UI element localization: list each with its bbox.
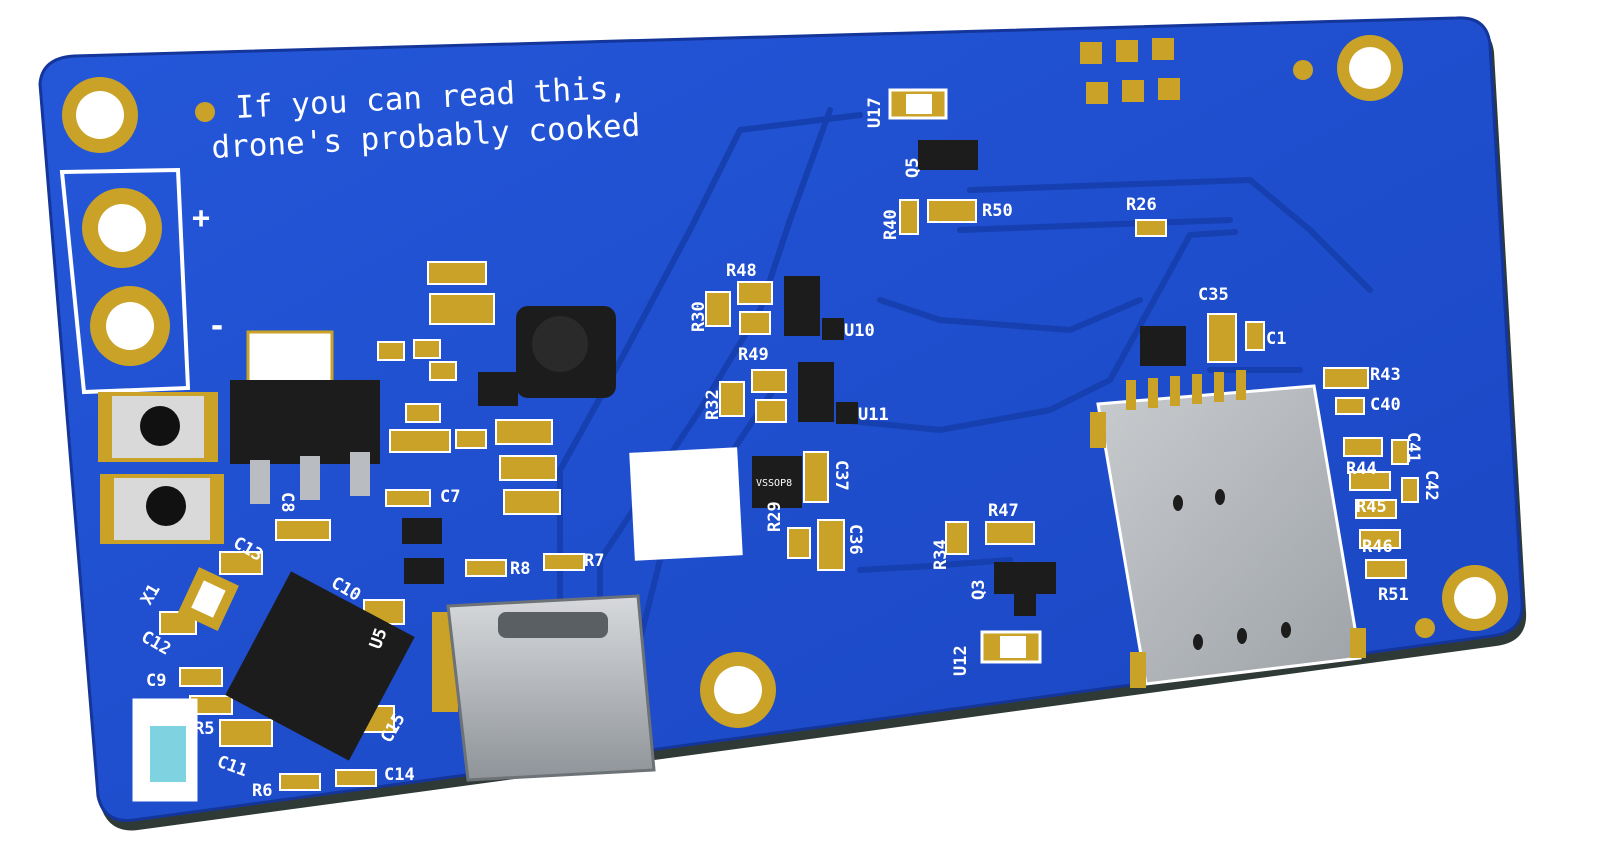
ref-q5: Q5	[903, 158, 923, 178]
fiducial-pad	[195, 102, 215, 122]
usb-c-connector	[432, 594, 656, 782]
status-led	[132, 698, 198, 802]
ref-c9: C9	[146, 671, 166, 691]
plus-label: +	[192, 201, 210, 236]
ref-r40: R40	[881, 209, 901, 240]
mounting-holes	[62, 35, 1508, 728]
fiducial-pad	[1415, 618, 1435, 638]
passive-components	[159, 199, 1419, 791]
pin-header	[1080, 38, 1180, 104]
ref-r34: R34	[931, 539, 951, 570]
ref-r29: R29	[765, 501, 785, 532]
ref-r46: R46	[1362, 537, 1393, 557]
ref-r49: R49	[738, 345, 769, 365]
ref-u10: U10	[844, 321, 875, 341]
ref-r50: R50	[982, 201, 1013, 221]
ref-c36: C36	[845, 524, 865, 555]
mounting-hole	[700, 652, 776, 728]
minus-label: -	[208, 309, 226, 344]
power-inductor	[516, 306, 616, 398]
ref-r32: R32	[703, 389, 723, 420]
label-area	[629, 447, 743, 561]
ref-c41: C41	[1403, 432, 1423, 463]
ref-r6: R6	[252, 781, 272, 801]
ref-c14: C14	[384, 765, 415, 785]
ref-c7: C7	[440, 487, 460, 507]
ref-c37: C37	[831, 460, 851, 491]
ref-r47: R47	[988, 501, 1019, 521]
led	[980, 630, 1042, 664]
power-connector: + -	[59, 167, 226, 395]
ref-r7: R7	[584, 551, 604, 571]
small-ics	[402, 140, 1186, 616]
led	[888, 88, 948, 120]
ref-r44: R44	[1346, 459, 1377, 479]
tactile-button	[98, 392, 218, 462]
mounting-hole	[1337, 35, 1403, 101]
ref-c42: C42	[1421, 470, 1441, 501]
tactile-button	[100, 474, 224, 544]
ref-r26: R26	[1126, 195, 1157, 215]
ref-c1: C1	[1266, 329, 1286, 349]
mounting-hole	[1442, 565, 1508, 631]
ssop-ic: VSSOP8	[752, 456, 802, 508]
voltage-regulator	[230, 330, 380, 504]
mounting-hole	[62, 77, 138, 153]
ref-c35: C35	[1198, 285, 1229, 305]
ref-u17: U17	[865, 97, 885, 128]
ref-r30: R30	[689, 301, 709, 332]
ic-marking: VSSOP8	[756, 478, 792, 489]
ref-r51: R51	[1378, 585, 1409, 605]
ref-u12: U12	[951, 645, 971, 676]
ref-r8: R8	[510, 559, 530, 579]
ref-r43: R43	[1370, 365, 1401, 385]
ref-c40: C40	[1370, 395, 1401, 415]
sim-card-holder	[1090, 370, 1366, 688]
ref-r48: R48	[726, 261, 757, 281]
ref-u11: U11	[858, 405, 889, 425]
ref-r45: R45	[1356, 497, 1387, 517]
ref-q3: Q3	[969, 580, 989, 600]
fiducial-pad	[1293, 60, 1313, 80]
microcontroller	[225, 571, 415, 761]
ref-c8: C8	[277, 492, 297, 512]
crystal	[177, 567, 239, 632]
ref-r5: R5	[194, 719, 214, 739]
